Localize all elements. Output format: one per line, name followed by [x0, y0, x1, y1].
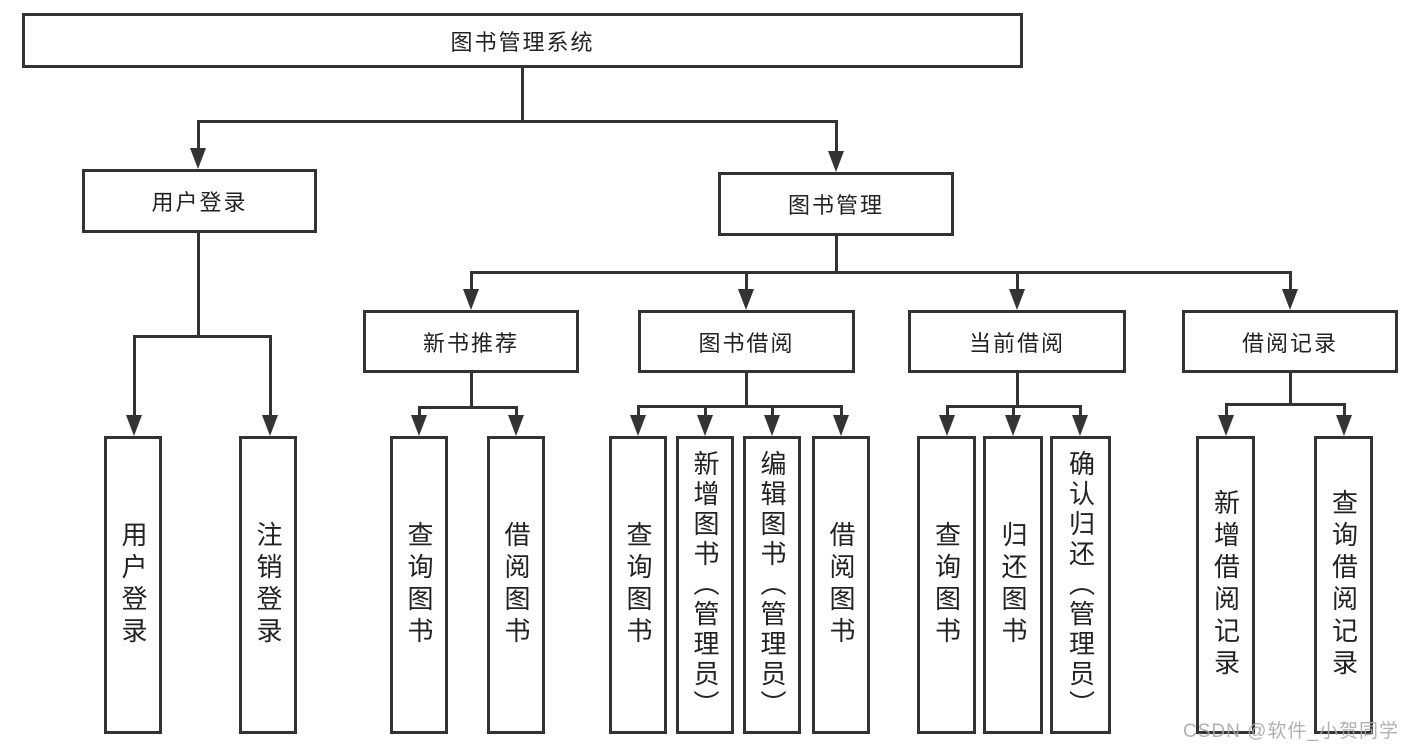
arrowhead-a1 — [411, 415, 427, 436]
leaf-current-return: 归还图书 — [983, 436, 1043, 734]
node-borrow-records-label: 借阅记录 — [1241, 330, 1338, 356]
node-borrow-records: 借阅记录 — [1182, 310, 1398, 373]
leaf-record-add-label: 新增借阅记录 — [1210, 489, 1241, 681]
leaf-record-query-label: 查询借阅记录 — [1328, 489, 1359, 681]
connector-borrow-records-stem — [1289, 373, 1292, 406]
node-root-label: 图书管理系统 — [450, 29, 595, 55]
leaf-borrow-edit-admin: 编辑图书（管理员） — [743, 436, 801, 734]
arrowhead-b4 — [833, 415, 849, 436]
connector-book-borrow-branch — [637, 405, 843, 408]
connector-borrow-records-branch — [1225, 403, 1346, 406]
connector-drop-c2 — [1012, 405, 1015, 419]
node-book-borrow-label: 图书借阅 — [698, 330, 795, 356]
arrowhead-leaf-login — [126, 415, 142, 436]
leaf-newbook-query-label: 查询图书 — [404, 521, 434, 649]
leaf-borrow-add-admin: 新增图书（管理员） — [676, 436, 734, 734]
connector-drop-new-book — [470, 271, 473, 293]
leaf-borrow-query-label: 查询图书 — [623, 521, 653, 649]
arrowhead-new-book — [463, 289, 479, 310]
connector-drop-book-borrow — [745, 271, 748, 293]
arrowhead-c3 — [1072, 415, 1088, 436]
connector-book-mgmt-stem — [835, 236, 838, 274]
leaf-record-query: 查询借阅记录 — [1314, 436, 1373, 734]
connector-drop-b1 — [637, 405, 640, 419]
connector-drop-current-borrow — [1016, 271, 1019, 293]
leaf-newbook-borrow-label: 借阅图书 — [501, 521, 531, 649]
arrowhead-leaf-logout — [262, 415, 278, 436]
leaf-borrow-edit-admin-label: 编辑图书（管理员） — [757, 450, 787, 720]
connector-drop-b4 — [840, 405, 843, 419]
connector-level2-branch — [470, 271, 1292, 274]
connector-drop-b2 — [704, 405, 707, 419]
leaf-user-login-label: 用户登录 — [118, 521, 148, 649]
connector-drop-leaf-logout — [269, 335, 272, 420]
leaf-newbook-borrow: 借阅图书 — [487, 436, 545, 734]
leaf-confirm-return-admin-label: 确认归还（管理员） — [1065, 450, 1096, 720]
connector-new-book-stem — [470, 373, 473, 409]
leaf-borrow-add-admin-label: 新增图书（管理员） — [690, 450, 720, 720]
leaf-user-login: 用户登录 — [104, 436, 162, 734]
connector-user-login-stem — [197, 233, 200, 338]
connector-level1-branch — [197, 120, 838, 123]
connector-drop-c1 — [946, 405, 949, 419]
node-book-management: 图书管理 — [718, 172, 954, 236]
connector-current-borrow-stem — [1016, 373, 1019, 408]
connector-drop-b3 — [771, 405, 774, 419]
node-current-borrow: 当前借阅 — [908, 310, 1126, 373]
node-new-book-recommend-label: 新书推荐 — [422, 330, 519, 356]
arrowhead-b3 — [764, 415, 780, 436]
node-book-borrow: 图书借阅 — [638, 310, 855, 373]
connector-book-borrow-stem — [745, 373, 748, 408]
arrowhead-c2 — [1005, 415, 1021, 436]
arrowhead-book-borrow — [738, 289, 754, 310]
leaf-current-return-label: 归还图书 — [998, 521, 1028, 649]
connector-drop-d2 — [1343, 403, 1346, 419]
leaf-confirm-return-admin: 确认归还（管理员） — [1050, 436, 1111, 734]
leaf-current-query: 查询图书 — [917, 436, 976, 734]
arrowhead-b2 — [697, 415, 713, 436]
leaf-borrow-query: 查询图书 — [609, 436, 667, 734]
node-new-book-recommend: 新书推荐 — [363, 310, 579, 373]
connector-drop-a1 — [418, 406, 421, 420]
node-book-management-label: 图书管理 — [787, 193, 884, 218]
leaf-logout-label: 注销登录 — [253, 521, 283, 649]
arrowhead-current-borrow — [1009, 289, 1025, 310]
arrowhead-b1 — [630, 415, 646, 436]
arrowhead-d1 — [1218, 415, 1234, 436]
leaf-borrow-book-label: 借阅图书 — [826, 521, 856, 649]
arrowhead-d2 — [1336, 415, 1352, 436]
connector-drop-a2 — [515, 406, 518, 420]
node-current-borrow-label: 当前借阅 — [968, 330, 1065, 356]
leaf-logout: 注销登录 — [239, 436, 297, 734]
connector-drop-user-login — [197, 120, 200, 152]
leaf-newbook-query: 查询图书 — [390, 436, 448, 734]
arrowhead-borrow-records — [1282, 289, 1298, 310]
connector-drop-c3 — [1079, 405, 1082, 419]
connector-drop-book-mgmt — [835, 120, 838, 155]
leaf-current-query-label: 查询图书 — [931, 521, 962, 649]
leaf-borrow-book: 借阅图书 — [812, 436, 870, 734]
csdn-watermark: CSDN @软件_小贺同学 — [1183, 721, 1399, 742]
arrowhead-user-login — [190, 148, 206, 169]
connector-drop-d1 — [1225, 403, 1228, 419]
connector-new-book-branch — [418, 406, 518, 409]
node-user-login: 用户登录 — [82, 169, 317, 233]
connector-drop-leaf-login — [133, 335, 136, 420]
connector-user-login-branch — [133, 335, 272, 338]
node-user-login-label: 用户登录 — [151, 190, 248, 215]
connector-root-stem — [521, 68, 524, 122]
node-root: 图书管理系统 — [22, 13, 1023, 68]
arrowhead-a2 — [508, 415, 524, 436]
leaf-record-add: 新增借阅记录 — [1196, 436, 1255, 734]
arrowhead-book-mgmt — [828, 151, 844, 172]
arrowhead-c1 — [939, 415, 955, 436]
connector-drop-borrow-records — [1289, 271, 1292, 293]
